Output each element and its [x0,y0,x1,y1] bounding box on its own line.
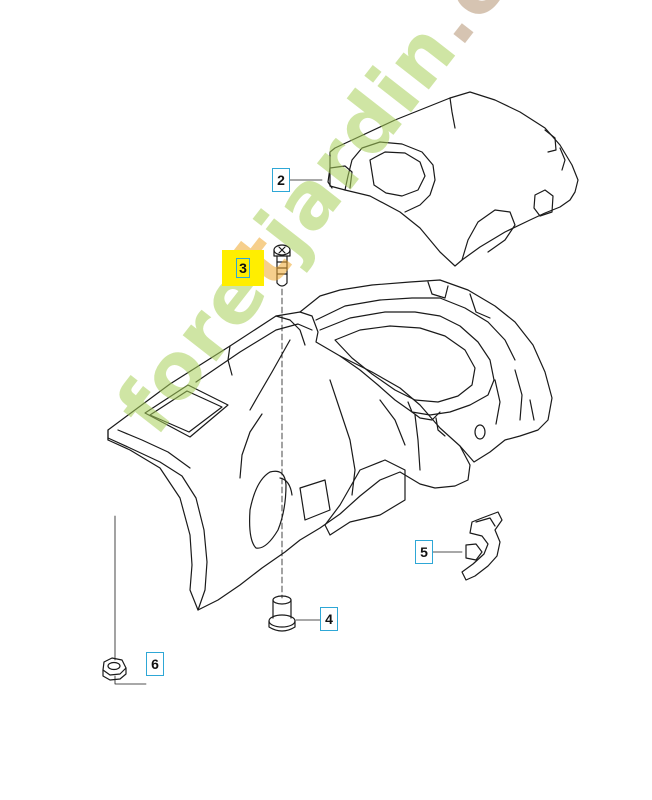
callout-label-6[interactable]: 6 [146,652,164,676]
nut-part-6 [102,657,127,681]
callout-label-2[interactable]: 2 [272,168,290,192]
callout-label-4[interactable]: 4 [320,607,338,631]
bushing-part-4 [268,595,296,632]
callout-label-3-text: 3 [236,258,250,278]
top-cover-part-2 [327,91,579,267]
callout-label-5[interactable]: 5 [415,540,433,564]
screw-part-3 [273,244,291,287]
clip-part-5 [461,511,503,581]
leader-line-6 [114,515,147,685]
main-housing [107,311,471,611]
housing-rear-frame [299,279,553,463]
callout-label-3[interactable]: 3 [222,250,264,286]
